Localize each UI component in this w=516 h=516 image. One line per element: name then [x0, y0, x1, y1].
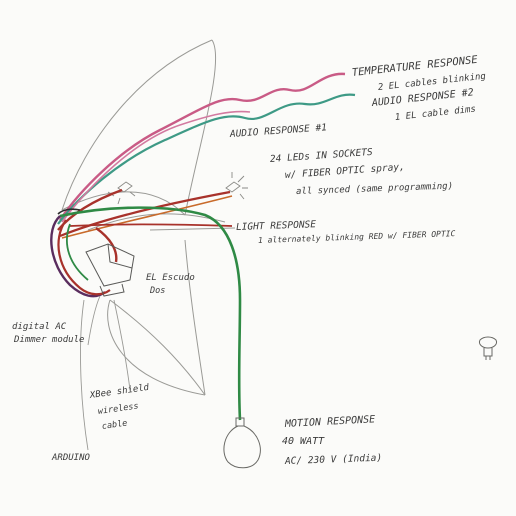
leds-detail-1: w/ FIBER OPTIC spray,: [285, 162, 406, 181]
audio-2-detail: 1 EL cable dims: [394, 105, 476, 123]
motion-wattage: 40 WATT: [282, 436, 325, 447]
green-wire: [59, 206, 242, 421]
red-short-wire: [95, 227, 118, 263]
pink-wire-2: [61, 110, 251, 223]
cable-label: cable: [101, 418, 128, 431]
pink-wire: [59, 72, 346, 221]
plug-icon: [479, 336, 497, 360]
xbee-shield-label: XBee shield: [88, 383, 150, 401]
el-escudo-label: EL Escudo: [146, 273, 195, 283]
el-escudo-board: [85, 243, 135, 297]
purple-wire: [50, 215, 106, 298]
arduino-label: ARDUINO: [51, 453, 91, 463]
leader-lines: [80, 295, 131, 451]
audio-response-1-label: AUDIO RESPONSE #1: [229, 122, 328, 140]
socket-icon: [107, 172, 248, 205]
red-loop-wire: [57, 219, 111, 296]
dimmer-module-label: Dimmer module: [13, 335, 84, 345]
green-loop-wire: [66, 223, 89, 281]
teal-wire: [57, 93, 356, 225]
motion-voltage: AC/ 230 V (India): [284, 453, 383, 467]
orange-wire: [61, 195, 233, 239]
light-response-label: LIGHT RESPONSE: [236, 219, 317, 233]
light-response-detail: 1 alternately blinking RED w/ FIBER OPTI…: [258, 229, 456, 245]
motion-response-label: MOTION RESPONSE: [284, 414, 376, 430]
el-escudo-label-2: Dos: [149, 286, 165, 296]
wireless-label: wireless: [97, 401, 139, 417]
black-wire: [57, 208, 81, 215]
light-bulb-icon: [223, 417, 261, 469]
light-response-wire: [69, 223, 233, 227]
leds-label: 24 LEDs IN SOCKETS: [270, 147, 374, 165]
red-wire-2: [59, 190, 231, 238]
leds-detail-2: all synced (same programming): [296, 182, 453, 197]
digital-ac-label: digital AC: [12, 322, 67, 332]
